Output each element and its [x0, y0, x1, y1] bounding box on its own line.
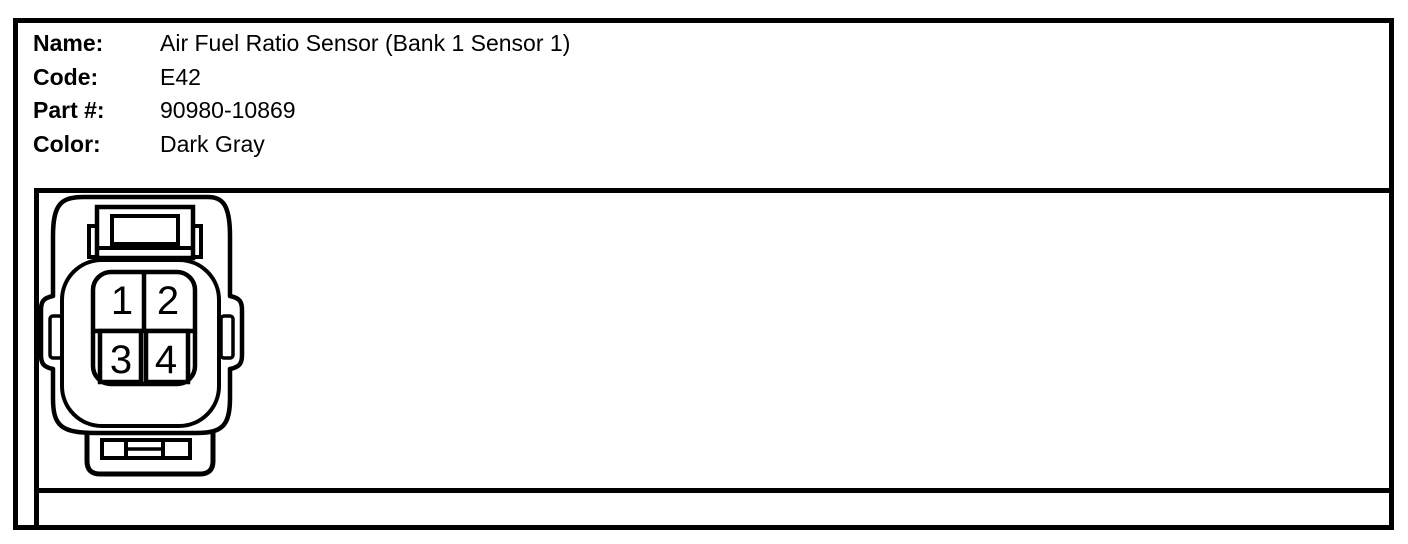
right-lock-groove: [219, 314, 235, 360]
field-label-color: Color:: [33, 130, 101, 157]
pin-2-label: 2: [157, 279, 179, 323]
pin-1-label: 1: [111, 279, 133, 323]
field-row-part-number: Part #: 90980-10869: [33, 94, 733, 128]
connector-info-header: Name: Air Fuel Ratio Sensor (Bank 1 Senso…: [33, 27, 733, 161]
field-row-name: Name: Air Fuel Ratio Sensor (Bank 1 Senso…: [33, 27, 733, 61]
pin-4-label: 4: [155, 338, 177, 382]
pin-3-label: 3: [110, 338, 132, 382]
field-value-color: Dark Gray: [160, 130, 265, 157]
connector-face-drawing: 1 2 3 4: [38, 194, 245, 477]
connector-inner-contour: [60, 258, 221, 428]
pin-cell-3: [97, 328, 144, 385]
outer-frame: Name: Air Fuel Ratio Sensor (Bank 1 Senso…: [13, 18, 1394, 530]
field-value-code: E42: [160, 63, 201, 90]
field-label-code: Code:: [33, 63, 99, 90]
field-row-code: Code: E42: [33, 61, 733, 95]
top-tab-inner: [110, 214, 180, 246]
field-value-name: Air Fuel Ratio Sensor (Bank 1 Sensor 1): [160, 30, 571, 56]
bottom-tab-inner: [100, 438, 192, 460]
field-row-color: Color: Dark Gray: [33, 128, 733, 162]
field-value-part-number: 90980-10869: [160, 97, 296, 123]
pin-table-empty-strip: [39, 488, 1389, 525]
pin-cell-4: [143, 328, 191, 385]
connector-diagram-box: 1 2 3 4: [34, 188, 1394, 530]
field-label-name: Name:: [33, 30, 104, 56]
field-label-part-number: Part #:: [33, 97, 105, 123]
